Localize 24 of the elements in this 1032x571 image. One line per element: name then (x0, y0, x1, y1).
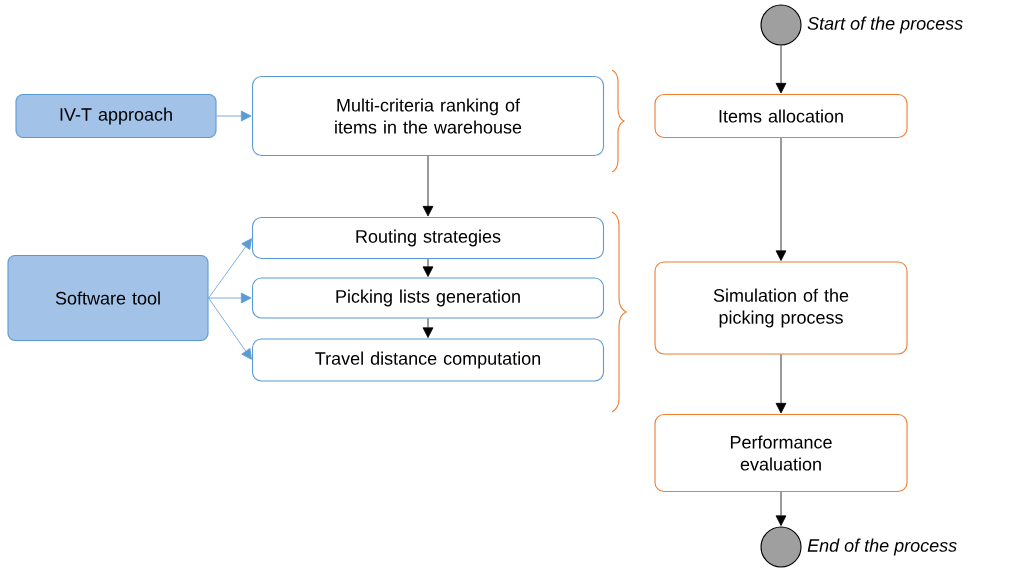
arrow (208, 292, 252, 304)
circle-node (760, 4, 802, 46)
process-box: Travel distance computation (251, 338, 605, 382)
process-box: Multi-criteria ranking of items in the warehouse (251, 75, 605, 157)
arrow (775, 354, 787, 414)
arrow (216, 110, 252, 122)
annotation: End of the process (807, 538, 957, 556)
process-box: Performance evaluation (654, 413, 908, 493)
process-box: Picking lists generation (251, 277, 605, 319)
arrow (775, 137, 787, 261)
process-box: Routing strategies (251, 216, 605, 260)
arrow (422, 155, 434, 217)
arrow (422, 258, 434, 277)
process-box: IV-T approach (15, 93, 217, 139)
arrow (422, 318, 434, 338)
process-box: Software tool (7, 254, 209, 342)
arrow (208, 297, 252, 360)
arrow (775, 491, 787, 526)
arrow (775, 45, 787, 94)
process-box: Items allocation (654, 93, 908, 139)
annotation: Start of the process (807, 16, 963, 34)
circle-node (760, 526, 802, 568)
arrow (208, 238, 252, 299)
process-box: Simulation of the picking process (654, 261, 908, 355)
